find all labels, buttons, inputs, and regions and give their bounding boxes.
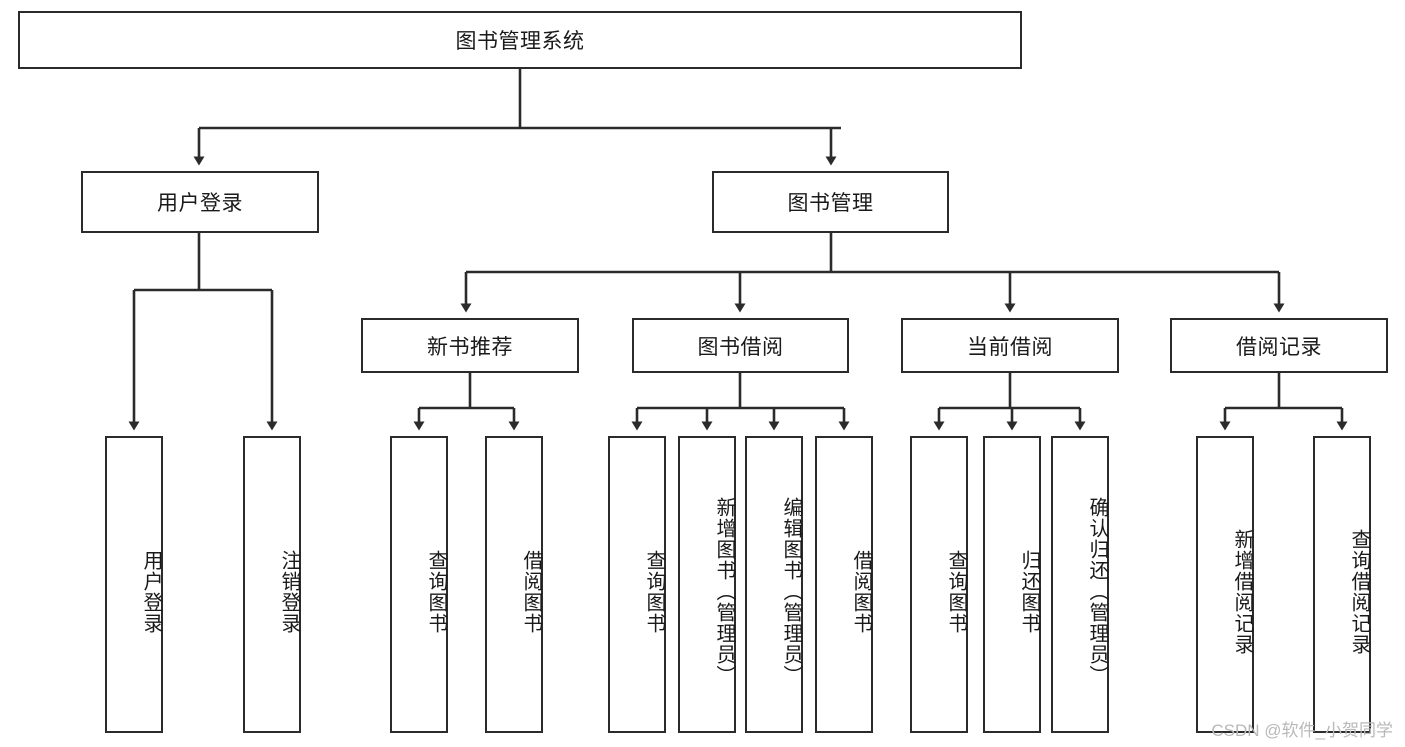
csdn-watermark: CSDN @软件_小贺同学 xyxy=(1211,721,1393,740)
node-new-book-recommend[interactable]: 新书推荐 xyxy=(361,318,579,373)
leaf-query-borrow-record[interactable]: 查询借阅记录 xyxy=(1313,436,1371,733)
leaf-add-book-admin[interactable]: 新增图书（管理员） xyxy=(678,436,736,733)
node-borrow-record[interactable]: 借阅记录 xyxy=(1170,318,1388,373)
leaf-add-borrow-record[interactable]: 新增借阅记录 xyxy=(1196,436,1254,733)
leaf-logout[interactable]: 注销登录 xyxy=(243,436,301,733)
leaf-query-book-current[interactable]: 查询图书 xyxy=(910,436,968,733)
leaf-borrow-book[interactable]: 借阅图书 xyxy=(815,436,873,733)
leaf-query-book-rec[interactable]: 查询图书 xyxy=(390,436,448,733)
node-current-borrow[interactable]: 当前借阅 xyxy=(901,318,1119,373)
node-user-login[interactable]: 用户登录 xyxy=(81,171,319,233)
leaf-return-book[interactable]: 归还图书 xyxy=(983,436,1041,733)
leaf-query-book-borrow[interactable]: 查询图书 xyxy=(608,436,666,733)
node-book-management[interactable]: 图书管理 xyxy=(712,171,949,233)
leaf-confirm-return-admin[interactable]: 确认归还（管理员） xyxy=(1051,436,1109,733)
leaf-borrow-book-rec[interactable]: 借阅图书 xyxy=(485,436,543,733)
leaf-user-login[interactable]: 用户登录 xyxy=(105,436,163,733)
node-book-borrow[interactable]: 图书借阅 xyxy=(632,318,849,373)
leaf-edit-book-admin[interactable]: 编辑图书（管理员） xyxy=(745,436,803,733)
node-root[interactable]: 图书管理系统 xyxy=(18,11,1022,69)
